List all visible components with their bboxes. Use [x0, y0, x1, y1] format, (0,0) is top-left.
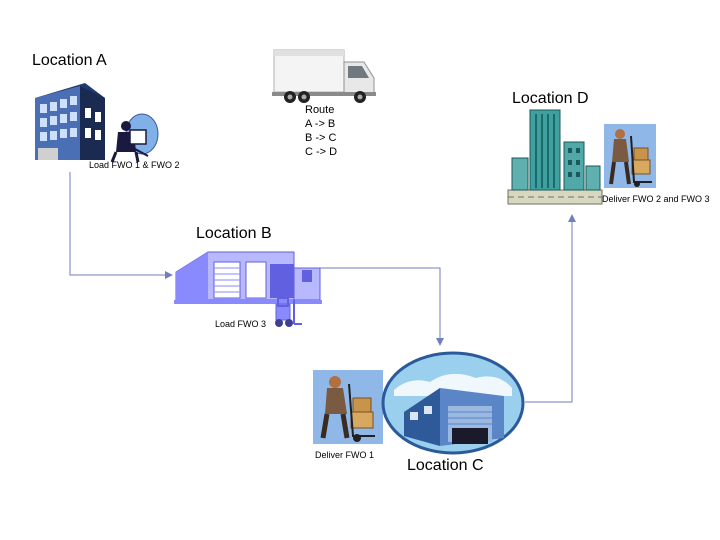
location-b-title: Location B	[196, 225, 272, 242]
route-box: Route A -> B B -> C C -> D	[305, 103, 337, 159]
office-building-icon	[35, 83, 105, 160]
location-c-note: Deliver FWO 1	[315, 450, 375, 460]
delivery-truck-icon	[272, 49, 376, 103]
connector-b-to-c	[320, 267, 444, 346]
route-leg: A -> B	[305, 118, 336, 130]
location-b-note: Load FWO 3	[215, 319, 267, 329]
connector-a-to-b	[69, 172, 173, 279]
route-leg: C -> D	[305, 146, 338, 158]
distribution-center-icon	[381, 351, 525, 455]
delivery-worker-hand-truck-icon	[604, 124, 656, 188]
warehouse-icon	[174, 251, 322, 304]
city-skyline-icon	[507, 109, 603, 205]
route-heading: Route	[305, 104, 335, 116]
route-leg: B -> C	[305, 132, 337, 144]
location-c-title: Location C	[407, 457, 484, 474]
location-d-title: Location D	[512, 90, 589, 107]
location-a-note: Load FWO 1 & FWO 2	[89, 160, 180, 170]
forklift-icon	[275, 297, 302, 327]
worker-loading-icon	[110, 113, 159, 163]
location-d-note: Deliver FWO 2 and FWO 3	[602, 194, 710, 204]
location-a-title: Location A	[32, 52, 107, 69]
delivery-worker-hand-truck-icon	[313, 370, 383, 444]
connector-c-to-d	[525, 214, 576, 403]
